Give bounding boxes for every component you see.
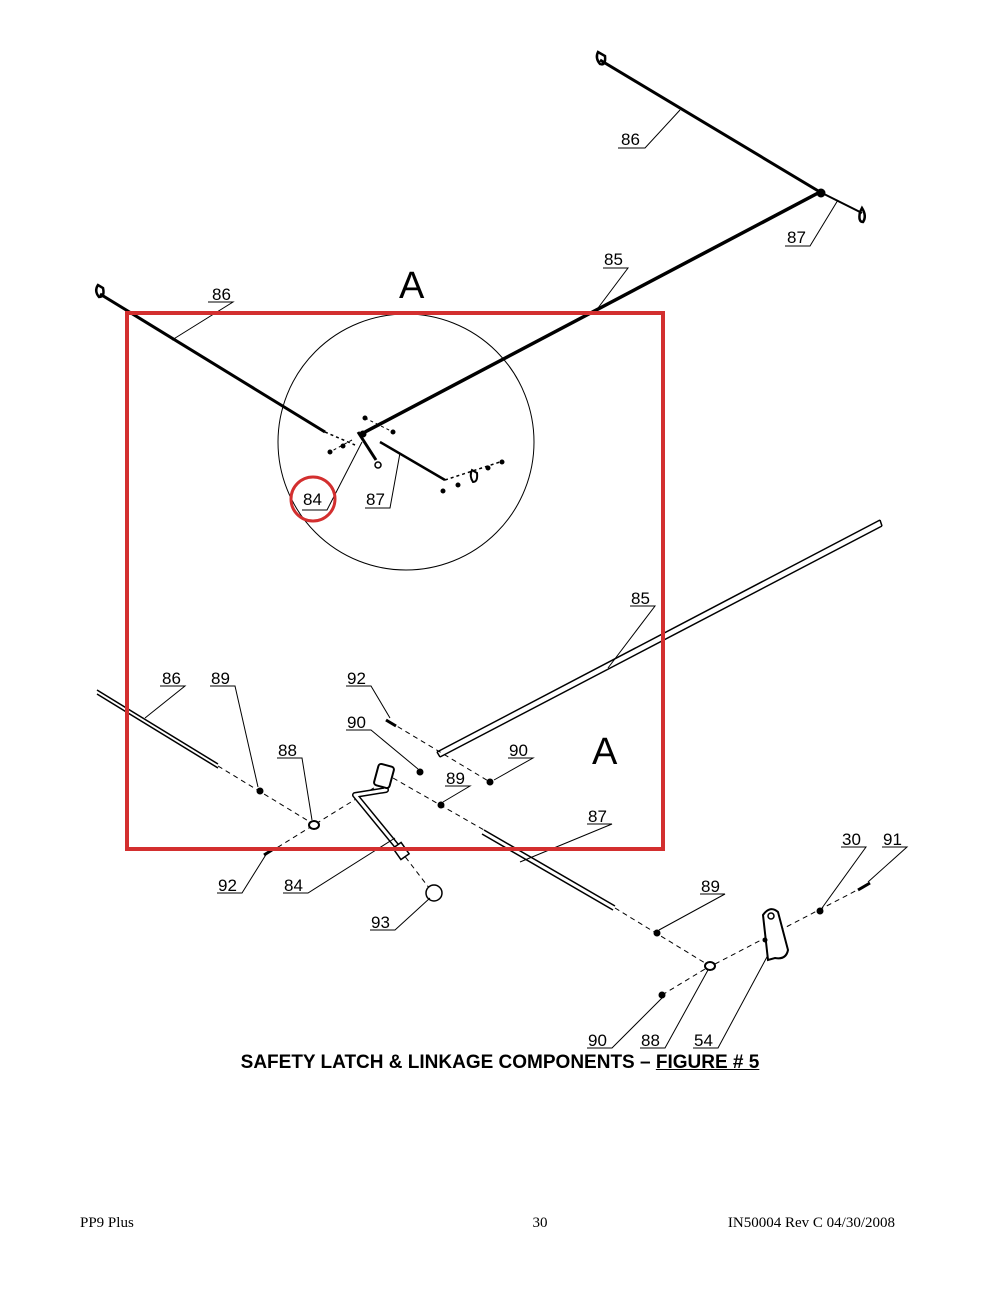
- hook-icon: [95, 283, 105, 299]
- callout-85: 85: [631, 589, 650, 608]
- callout-86: 86: [162, 669, 181, 688]
- rod-86-upper: [599, 58, 821, 194]
- callout-92: 92: [347, 669, 366, 688]
- rod-86-lower: [96, 689, 219, 765]
- rod-86-upper-tip: [819, 191, 863, 214]
- callout-86: 86: [212, 285, 231, 304]
- bottom-leaders: [144, 605, 909, 1049]
- callout-90: 90: [347, 713, 366, 732]
- washer-88: [704, 961, 716, 971]
- callout-54: 54: [694, 1031, 713, 1050]
- callout-85: 85: [604, 250, 623, 269]
- detail-label-a: A: [592, 731, 618, 773]
- knob-93: [425, 884, 443, 902]
- callout-87: 87: [588, 807, 607, 826]
- bottom-assembly: [96, 519, 883, 999]
- bottom-callouts: 85 86 89 92 90 88 90 89 87 30 91 92 84 8…: [162, 589, 902, 1050]
- washer-88: [308, 820, 320, 830]
- hook-icon: [469, 468, 479, 484]
- bracket-54: [761, 908, 790, 962]
- highlight-box: [125, 311, 665, 851]
- figure-caption: SAFETY LATCH & LINKAGE COMPONENTS – FIGU…: [0, 1052, 1000, 1074]
- rod-joint: [816, 188, 826, 198]
- detail-a-circle: [277, 313, 535, 571]
- caption-figure-number: FIGURE # 5: [655, 1052, 760, 1073]
- pin-92: [385, 718, 397, 728]
- callout-87: 87: [366, 490, 385, 509]
- top-leaders: [171, 109, 839, 511]
- callout-92: 92: [218, 876, 237, 895]
- callout-86: 86: [621, 130, 640, 149]
- callout-84: 84: [303, 490, 322, 509]
- hook-icon: [595, 50, 607, 66]
- hook-icon: [858, 205, 866, 224]
- callout-93: 93: [371, 913, 390, 932]
- callout-88: 88: [641, 1031, 660, 1050]
- callout-90: 90: [509, 741, 528, 760]
- callout-89: 89: [446, 769, 465, 788]
- callout-90: 90: [588, 1031, 607, 1050]
- callout-91: 91: [883, 830, 902, 849]
- highlight-circle: [289, 475, 337, 523]
- top-callouts: 86 87 85 86 84 87: [212, 130, 806, 511]
- callout-84: 84: [284, 876, 303, 895]
- footer-doc-revision: IN50004 Rev C 04/30/2008: [727, 1215, 895, 1231]
- callout-89: 89: [211, 669, 230, 688]
- rod-87-detail: [379, 440, 446, 482]
- callout-87: 87: [787, 228, 806, 247]
- bolt-91: [857, 881, 871, 892]
- callout-88: 88: [278, 741, 297, 760]
- callout-30: 30: [842, 830, 861, 849]
- rod-86-left: [99, 292, 326, 434]
- footer-model: PP9 Plus: [80, 1215, 134, 1231]
- caption-title: SAFETY LATCH & LINKAGE COMPONENTS –: [240, 1052, 651, 1073]
- detail-label-a: A: [399, 265, 425, 307]
- rod-87-lower: [483, 829, 616, 907]
- callout-89: 89: [701, 877, 720, 896]
- footer-page-number: 30: [532, 1215, 548, 1231]
